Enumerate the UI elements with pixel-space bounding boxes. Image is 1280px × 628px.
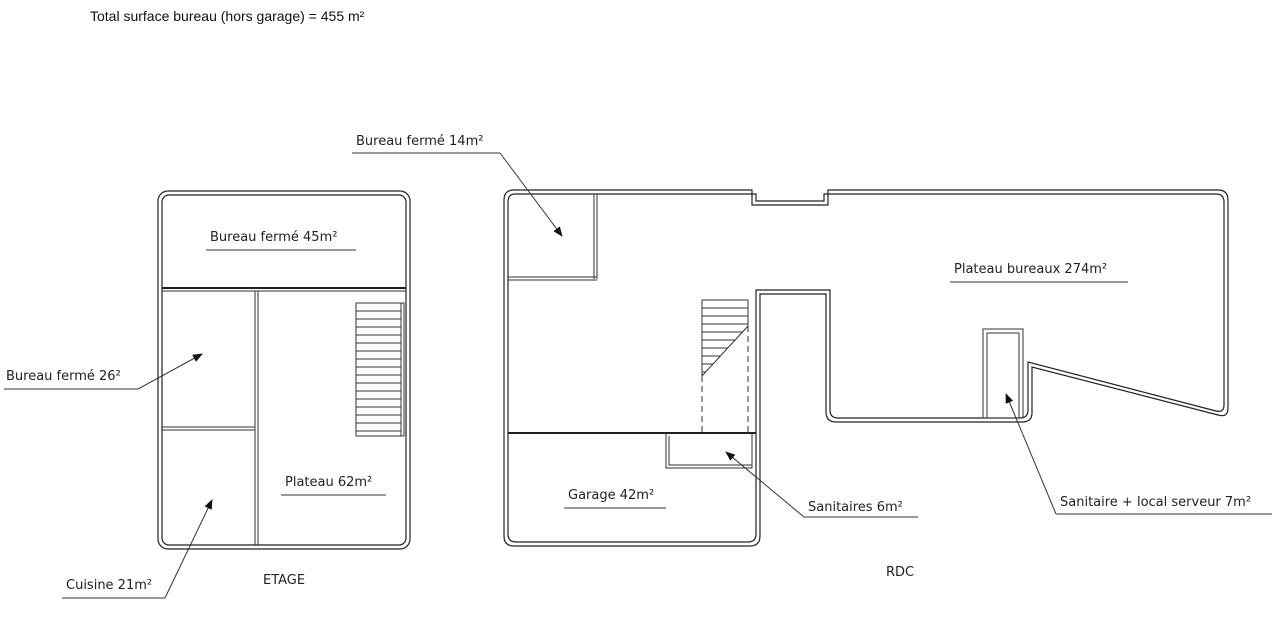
rdc-serveur-box-inner	[986, 332, 1020, 419]
rdc-inner-wall	[507, 193, 1225, 543]
rdc-outer-wall	[503, 189, 1229, 547]
level-title-rdc: RDC	[886, 565, 914, 580]
leader-arrow-sanitaire-serveur-7	[1005, 393, 1057, 515]
leader-arrow-bureau-14	[499, 152, 563, 237]
leader-arrow-cuisine-21	[164, 499, 213, 599]
room-label-plateau-62: Plateau 62m²	[285, 475, 372, 490]
rdc-stair	[701, 299, 749, 433]
total-surface-title: Total surface bureau (hors garage) = 455…	[90, 8, 365, 24]
room-label-sanitaires-6: Sanitaires 6m²	[808, 500, 903, 515]
rdc-sanitaires-box-inner	[668, 436, 752, 466]
etage-plan: Bureau fermé 45m² Bureau fermé 26² Plate…	[4, 190, 411, 599]
room-label-bureau-26: Bureau fermé 26²	[6, 369, 121, 384]
rdc-sanitaires-box	[665, 433, 753, 469]
level-title-etage: ETAGE	[263, 573, 305, 588]
room-label-bureau-45: Bureau fermé 45m²	[210, 230, 337, 245]
room-label-sanitaire-serveur-7: Sanitaire + local serveur 7m²	[1060, 495, 1251, 510]
room-label-garage-42: Garage 42m²	[568, 488, 654, 503]
leader-arrow-sanitaires-6	[725, 451, 805, 518]
leader-arrow-bureau-26	[137, 353, 203, 390]
etage-outer-wall	[157, 190, 411, 550]
rdc-serveur-box	[982, 328, 1024, 419]
etage-stair-outline	[355, 302, 405, 437]
etage-inner-wall	[161, 194, 407, 546]
room-label-cuisine-21: Cuisine 21m²	[66, 578, 152, 593]
room-label-plateau-274: Plateau bureaux 274m²	[954, 262, 1107, 277]
rdc-plan: Bureau fermé 14m² Plateau bureaux 274m² …	[352, 134, 1272, 580]
etage-stair	[355, 302, 405, 437]
room-label-bureau-14: Bureau fermé 14m²	[356, 134, 483, 149]
